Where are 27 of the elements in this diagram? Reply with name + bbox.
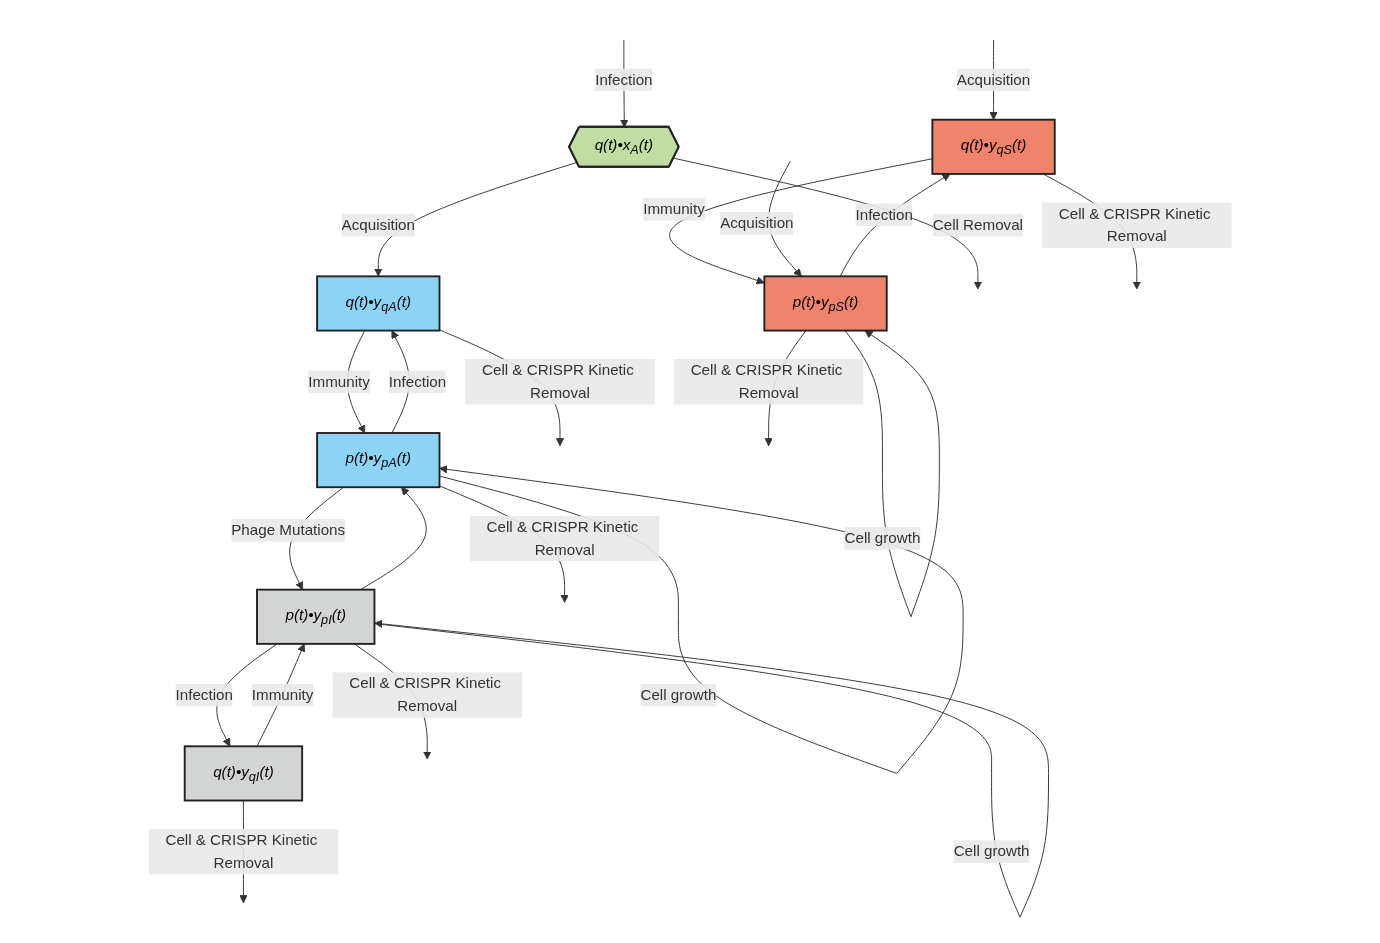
edge-label: Infection [595,71,653,88]
edge-label: Cell & CRISPR Kinetic Removal [349,675,501,715]
node-box: p(t)•y$_{pI}$(t) [255,588,376,645]
edge-label: Cell & CRISPR Kinetic Removal [486,518,639,558]
edge-label: Cell Removal [932,216,1023,233]
edge-label: Cell growth [640,686,717,703]
edge-label: Acquisition [720,214,794,231]
edge-label: Acquisition [956,71,1031,88]
edge-label: Phage Mutations [231,521,345,538]
node-box: q(t)•y$_{qS}$(t) [931,118,1056,175]
node-box: q(t)•y$_{qI}$(t) [183,745,303,802]
edge-label: Cell growth [844,529,921,547]
edge-label: Infection [855,206,913,223]
edge-label: Cell growth [953,843,1030,860]
edge-label: Immunity [308,373,370,390]
edge-label: Immunity [251,686,314,703]
edge-label: Cell & CRISPR Kinetic Removal [690,361,843,401]
edge-label: Infection [175,686,233,703]
edge-label: Cell & CRISPR Kinetic Removal [1058,205,1211,245]
edge-label: Cell & CRISPR Kinetic Removal [165,831,318,871]
edge-label: Immunity [643,200,705,217]
edge-label: Infection [388,373,447,390]
node-box: p(t)•y$_{pA}$(t) [316,432,441,489]
node-box: p(t)•y$_{pS}$(t) [763,275,888,332]
node-box: q(t)•y$_{qA}$(t) [316,275,441,332]
edge-label: Acquisition [341,216,415,233]
edge-label: Cell & CRISPR Kinetic Removal [481,361,634,401]
